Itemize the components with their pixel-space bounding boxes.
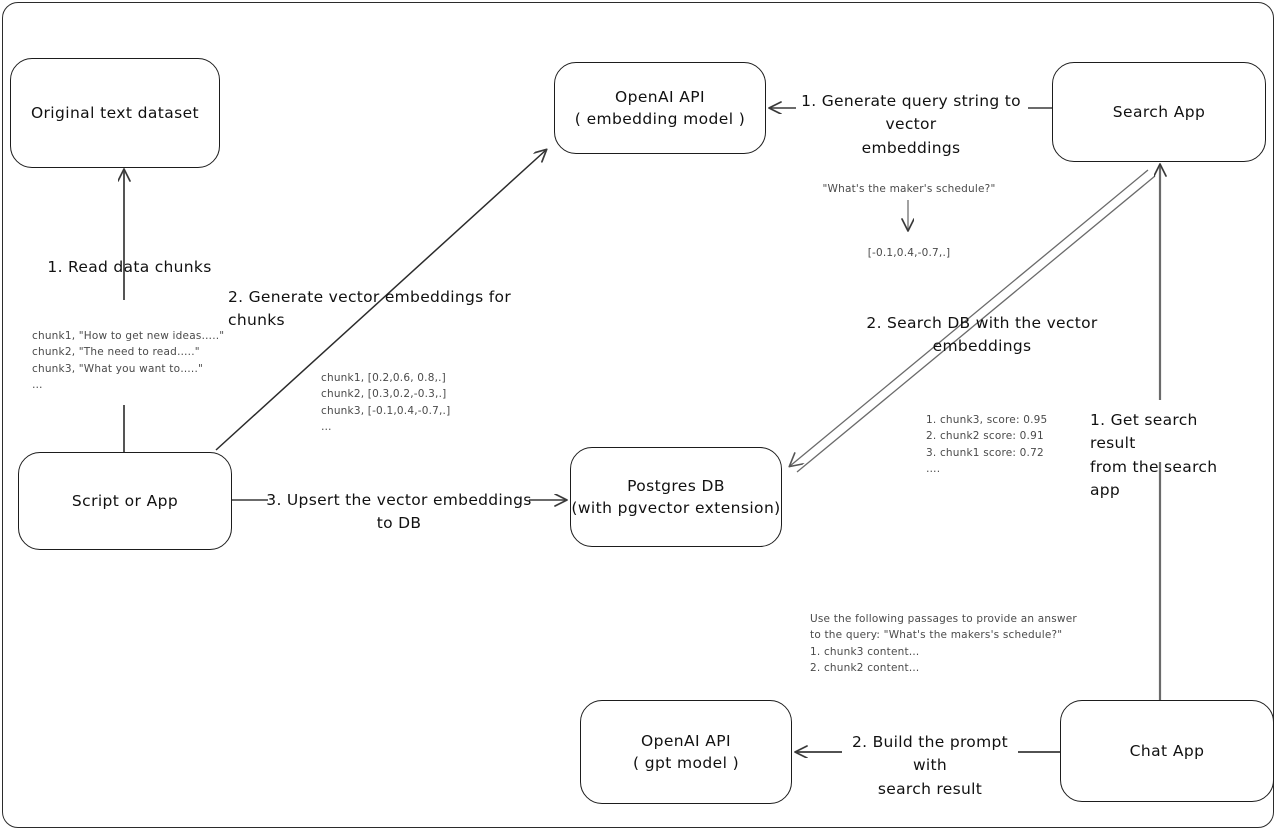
node-postgres-db-line2: (with pgvector extension) — [571, 499, 781, 517]
edge-label-upsert-to-db: 3. Upsert the vector embeddings to DB — [266, 491, 532, 533]
edge-label-generate-query-embeddings: 1. Generate query string to vector embed… — [801, 92, 1021, 157]
node-original-text-dataset-label: Original text dataset — [30, 103, 200, 122]
edge-label-get-search-result: 1. Get search result from the search app — [1090, 411, 1218, 499]
node-search-app-label: Search App — [1112, 102, 1206, 121]
annotation-prompt-text: Use the following passages to provide an… — [810, 613, 1077, 674]
annotation-query-vector: [-0.1,0.4,-0.7,.] — [867, 247, 951, 259]
annotation-chunk-vectors: chunk1, [0.2,0.6, 0.8,.] chunk2, [0.3,0.… — [321, 372, 451, 433]
node-postgres-db[interactable]: Postgres DB (with pgvector extension) — [570, 447, 782, 547]
node-openai-gpt-line1: OpenAI API — [640, 731, 732, 750]
node-openai-gpt-model[interactable]: OpenAI API ( gpt model ) — [580, 700, 792, 804]
node-chat-app[interactable]: Chat App — [1060, 700, 1274, 802]
node-chat-app-label: Chat App — [1129, 741, 1205, 760]
node-openai-embedding-line2: ( embedding model ) — [574, 110, 746, 128]
node-script-or-app[interactable]: Script or App — [18, 452, 232, 550]
edge-label-search-db: 2. Search DB with the vector embeddings — [866, 314, 1098, 356]
node-openai-embedding-line1: OpenAI API — [614, 87, 706, 106]
edge-label-build-prompt: 2. Build the prompt with search result — [852, 733, 1008, 798]
node-postgres-db-line1: Postgres DB — [627, 476, 725, 495]
node-search-app[interactable]: Search App — [1052, 62, 1266, 162]
annotation-search-results: 1. chunk3, score: 0.95 2. chunk2 score: … — [926, 414, 1048, 475]
edge-label-read-data-chunks: 1. Read data chunks — [47, 258, 212, 276]
node-original-text-dataset[interactable]: Original text dataset — [10, 58, 220, 168]
node-script-or-app-label: Script or App — [71, 491, 179, 510]
edge-label-generate-embeddings: 2. Generate vector embeddings for chunks — [228, 288, 511, 330]
annotation-query-string: "What's the maker's schedule?" — [822, 183, 996, 195]
node-openai-embedding-model[interactable]: OpenAI API ( embedding model ) — [554, 62, 766, 154]
annotation-chunks-text: chunk1, "How to get new ideas….." chunk2… — [32, 330, 225, 391]
node-openai-gpt-line2: ( gpt model ) — [632, 754, 740, 772]
